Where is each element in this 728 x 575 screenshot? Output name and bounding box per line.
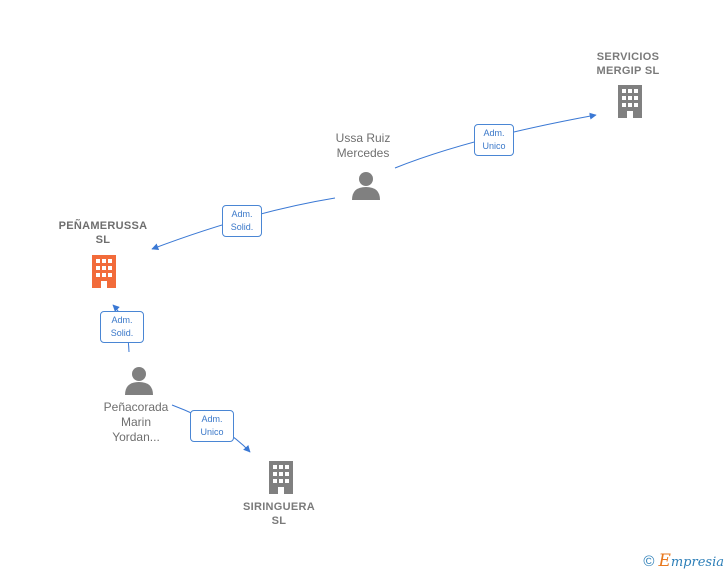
empresia-brand[interactable]: © Empresia (643, 551, 724, 571)
brand-name: mpresia (670, 555, 724, 570)
company-label-servicios-mergip[interactable]: SERVICIOS MERGIP SL (578, 50, 678, 78)
label-line: MERGIP SL (596, 65, 660, 77)
building-icon[interactable] (614, 84, 646, 118)
role-line: Adm. (111, 315, 133, 325)
person-label-penacorada-marin-yordan[interactable]: Peñacorada Marin Yordan... (86, 400, 186, 445)
label-line: SIRINGUERA (242, 501, 316, 513)
role-label-adm-unico[interactable]: Adm. Unico (190, 410, 234, 442)
role-line: Adm. (201, 414, 223, 424)
label-line: Mercedes (336, 146, 390, 160)
role-line: Adm. (483, 128, 505, 138)
role-line: Adm. (231, 209, 253, 219)
company-label-penamerussa[interactable]: PEÑAMERUSSA SL (44, 219, 162, 247)
person-label-ussa-ruiz-mercedes[interactable]: Ussa Ruiz Mercedes (313, 131, 413, 161)
role-line: Unico (200, 427, 224, 437)
brand-initial: E (658, 551, 671, 571)
role-line: Solid. (110, 328, 134, 338)
person-icon[interactable] (350, 170, 382, 200)
role-label-adm-solid[interactable]: Adm. Solid. (222, 205, 262, 237)
label-line: PEÑAMERUSSA (58, 220, 148, 232)
label-line: Yordan... (112, 430, 160, 444)
label-line: Ussa Ruiz (335, 131, 391, 145)
label-line: SL (271, 515, 287, 527)
person-icon[interactable] (123, 365, 155, 395)
building-icon[interactable] (265, 460, 297, 494)
label-line: Peñacorada (103, 400, 169, 414)
label-line: SL (95, 234, 111, 246)
role-line: Unico (482, 141, 506, 151)
role-label-adm-solid[interactable]: Adm. Solid. (100, 311, 144, 343)
label-line: Marin (120, 415, 151, 429)
company-label-siringuera[interactable]: SIRINGUERA SL (229, 500, 329, 528)
role-line: Solid. (230, 222, 254, 232)
role-label-adm-unico[interactable]: Adm. Unico (474, 124, 514, 156)
building-icon[interactable] (88, 254, 120, 288)
brand-logo: Empresia (658, 551, 724, 571)
label-line: SERVICIOS (596, 51, 660, 63)
copyright-icon: © (643, 552, 655, 570)
